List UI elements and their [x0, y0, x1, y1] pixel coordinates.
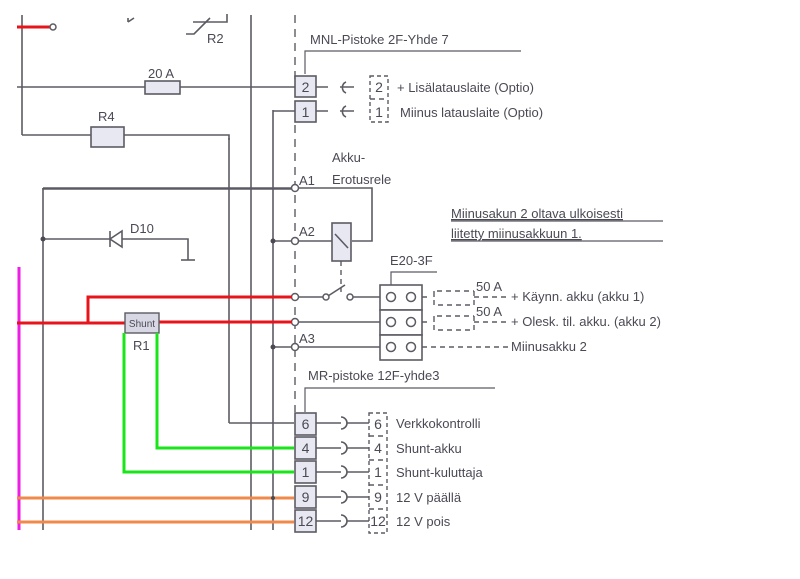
mr-mate-12: 12 — [370, 513, 386, 529]
mr-mate-dividers — [369, 435, 387, 510]
mr-mate-4: 4 — [374, 440, 382, 456]
mr-pin-1-number: 1 — [302, 464, 310, 480]
green-wire-shunt-consumer — [122, 333, 294, 474]
e20-title-leader — [390, 271, 437, 285]
fuse-1-label: 50 A — [476, 279, 502, 294]
relay-coil-return — [298, 187, 373, 242]
mr-connector — [294, 412, 317, 533]
fuse-20a-label: 20 A — [148, 66, 174, 81]
mnl-pin-2-number: 2 — [302, 79, 310, 95]
e20-terminals — [385, 291, 417, 353]
terminal-top — [49, 23, 57, 31]
terminal-a2 — [290, 236, 300, 246]
mr-pin-6 — [294, 412, 317, 436]
r2-label: R2 — [207, 31, 224, 46]
mr-pin-4-label: Shunt-akku — [396, 441, 462, 456]
green-wire-shunt-battery — [155, 333, 294, 450]
relay-title-line2: Erotusrele — [332, 172, 391, 187]
mr-sockets — [316, 416, 369, 528]
r1-label: R1 — [133, 338, 150, 353]
note-line2: liitetty miinusakkuun 1. — [451, 226, 582, 241]
d10-label: D10 — [130, 221, 154, 236]
shunt-label: Shunt — [129, 319, 155, 330]
terminal-a1 — [290, 183, 300, 193]
relay-coil-diagonal — [334, 233, 349, 249]
r2-variable-arrow — [186, 17, 211, 35]
terminal-a1-label: A1 — [299, 173, 315, 188]
note-line1: Miinusakun 2 oltava ulkoisesti — [451, 206, 623, 221]
r4-label: R4 — [98, 109, 115, 124]
mr-mate-6: 6 — [374, 416, 382, 432]
relay-switch-blade — [327, 284, 346, 297]
mr-mate-plug — [368, 412, 388, 534]
mnl-socket-1 — [316, 105, 354, 118]
e20-row-1-label: + Käynn. akku (akku 1) — [511, 289, 644, 304]
terminal-row1 — [290, 292, 300, 302]
mr-pin-9-number: 9 — [302, 489, 310, 505]
switch-contact-2 — [346, 293, 354, 301]
r2-body — [193, 14, 228, 23]
mnl-pin-1-number: 1 — [302, 104, 310, 120]
terminal-row2 — [290, 317, 300, 327]
fuse-2-label: 50 A — [476, 304, 502, 319]
resistor-r4 — [90, 126, 125, 148]
mr-mate-9: 9 — [374, 489, 382, 505]
r4-wire — [22, 134, 230, 140]
terminal-a3-label: A3 — [299, 331, 315, 346]
mnl-mate-2: 2 — [375, 79, 383, 95]
mr-pin-6-number: 6 — [302, 416, 310, 432]
e20-row-2-label: + Olesk. til. akku. (akku 2) — [511, 314, 661, 329]
mr-pin-6-label: Verkkokontrolli — [396, 416, 481, 431]
shunt-r1 — [124, 312, 160, 334]
junction-bus2 — [271, 496, 275, 500]
d10-wire-right — [122, 238, 189, 260]
junction-d10 — [40, 236, 46, 242]
mr-pin-4-number: 4 — [302, 440, 310, 456]
partial-symbol — [127, 17, 135, 23]
mr-pin-12-number: 12 — [298, 513, 314, 529]
mr-pin-9-label: 12 V päällä — [396, 490, 462, 505]
mr-connector-title: MR-pistoke 12F-yhde3 — [308, 368, 440, 383]
mnl-connector-title: MNL-Pistoke 2F-Yhde 7 — [310, 32, 449, 47]
mr-pin-1-label: Shunt-kuluttaja — [396, 465, 483, 480]
switch-contact-1 — [322, 293, 330, 301]
terminal-a2-label: A2 — [299, 224, 315, 239]
relay-title-line1: Akku- — [332, 150, 365, 165]
e20-row-3-label: Miinusakku 2 — [511, 339, 587, 354]
mr-pin-12-label: 12 V pois — [396, 514, 451, 529]
mnl-mate-1: 1 — [375, 104, 383, 120]
mnl-title-leader — [304, 50, 521, 74]
mr-mate-1: 1 — [374, 464, 382, 480]
e20-connector-title: E20-3F — [390, 253, 433, 268]
mnl-pin-2-label: + Lisälatauslaite (Optio) — [397, 80, 534, 95]
junction-a2 — [270, 238, 276, 244]
mnl-socket-2 — [316, 81, 354, 94]
junction-a3 — [270, 344, 276, 350]
fuse-lead-2 — [422, 315, 510, 331]
mr-title-leader — [304, 387, 495, 412]
mnl-pin-1-label: Miinus latauslaite (Optio) — [400, 105, 543, 120]
fuse-lead-1 — [422, 290, 510, 306]
fuse-20a — [144, 80, 181, 95]
red-wire-starter-battery — [86, 295, 292, 323]
diode-d10 — [108, 229, 123, 249]
terminal-a3 — [290, 342, 300, 352]
